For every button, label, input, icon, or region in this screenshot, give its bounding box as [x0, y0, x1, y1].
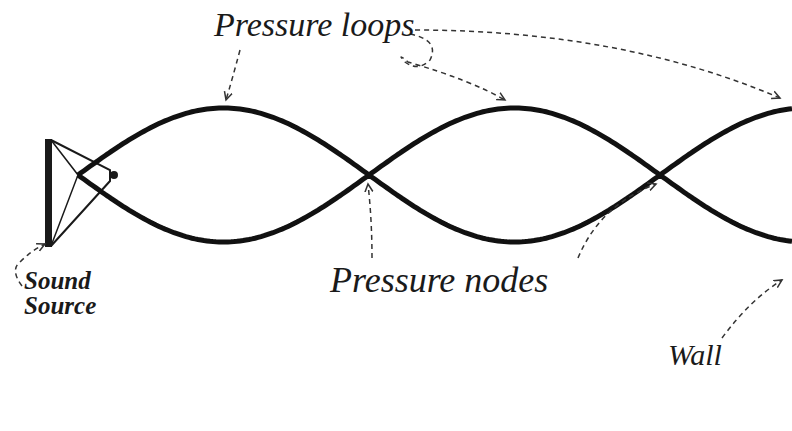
callout-label: Pressure loops	[214, 8, 415, 42]
callout-label: Pressure nodes	[330, 262, 548, 298]
pressure-wave-curve	[78, 175, 792, 242]
callout-label: Sound Source	[24, 268, 124, 318]
callout-label: Wall	[668, 340, 722, 370]
pressure-wave-curve	[78, 108, 792, 175]
leader-line	[15, 30, 782, 338]
